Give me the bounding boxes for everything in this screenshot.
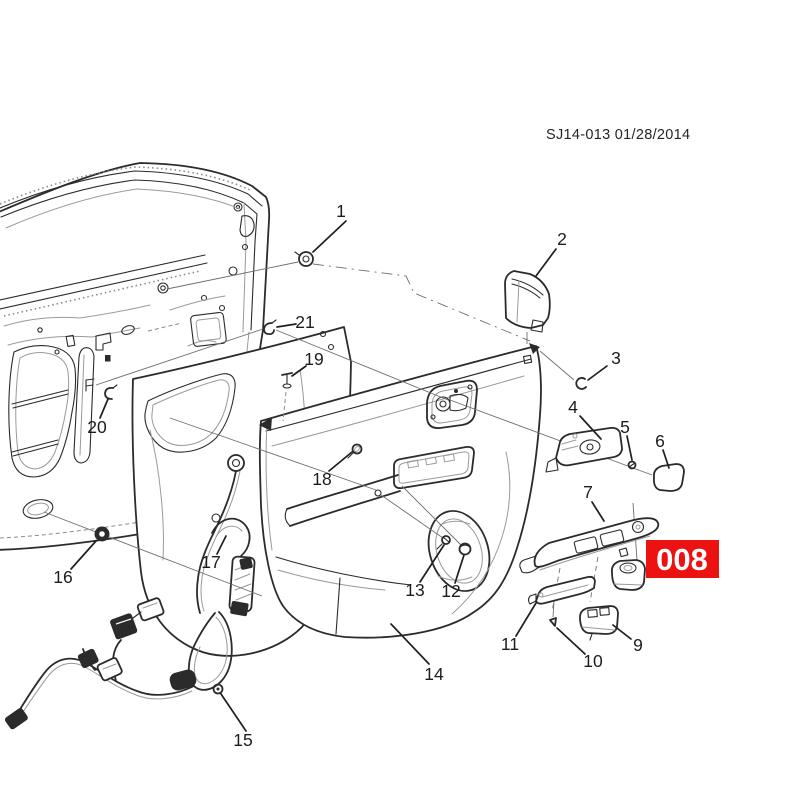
projection-lines [44,262,652,617]
callout-14: 14 [424,664,444,684]
badge-label: 008 [656,542,708,577]
regulator-cutout [9,346,94,477]
callout-leader-16 [71,541,96,569]
callout-leader-17 [217,536,226,554]
callout-1: 1 [336,201,346,221]
callout-leader-1 [313,221,346,252]
cover-cap-part6 [654,464,684,491]
screw-part10 [550,618,556,626]
callout-leader-5 [627,436,632,460]
callout-leader-12 [455,555,464,583]
callout-leader-3 [588,366,607,380]
grommet-part16 [94,526,110,542]
door-trim-panel [259,343,541,638]
callout-leader-20 [100,399,108,418]
part-number-badge: 008 [646,540,719,578]
window-switch-part9 [580,606,618,640]
callout-15: 15 [233,730,252,750]
door-belt-line [0,255,207,316]
callout-20: 20 [87,417,107,437]
callout-leader-21 [277,324,296,327]
inner-panel-details [4,283,227,391]
inner-handle-cutout [427,381,477,428]
panel-corner-flag-right [529,343,540,354]
harness-connector-d [97,657,123,681]
glass-slot-line [6,189,240,228]
callout-leader-10 [557,628,585,654]
callout-16: 16 [53,567,72,587]
door-bottom-hole-inner [27,501,50,516]
callout-13: 13 [405,580,424,600]
harness-boot [169,669,197,691]
badge-background [646,540,719,578]
grommet-part12 [460,544,471,555]
callout-leader-15 [221,694,246,731]
deflector-opening [145,374,235,452]
armrest [285,447,474,526]
callout-21: 21 [295,312,314,332]
callout-leader-4 [580,416,601,439]
harness-connector-c [77,648,99,669]
push-pin-part1 [295,252,313,266]
harness-bolt-part15 [214,685,223,694]
callout-12: 12 [441,581,460,601]
retainer-part3 [576,378,586,389]
callout-17: 17 [201,552,220,572]
callout-3: 3 [611,348,621,368]
callout-leader-19 [292,366,306,376]
callout-11: 11 [501,634,519,654]
callout-18: 18 [312,469,331,489]
harness-connector-a [110,613,138,640]
callout-leader-11 [516,603,536,636]
small-parts [505,271,684,640]
callout-2: 2 [557,229,567,249]
clip-part21 [264,320,276,334]
deflector-hole-a [321,332,326,337]
callout-19: 19 [304,349,323,369]
callout-5: 5 [620,417,630,437]
wiring-harness [4,597,232,730]
callout-6: 6 [655,431,665,451]
screw-part18 [348,445,362,459]
callout-7: 7 [583,482,593,502]
panel-corner-flag-left [259,417,272,431]
screw-part13 [437,536,450,549]
callout-leader-13 [420,545,444,582]
callout-leader-7 [592,502,604,521]
pin-part19 [282,373,292,388]
door-hem-dash [0,522,140,538]
drawing-id: SJ14-013 01/28/2014 [546,127,690,143]
callout-leader-9 [613,625,631,639]
map-pocket [276,557,411,634]
door-latch-assembly [212,519,255,617]
callout-9: 9 [633,635,643,655]
door-bottom-hole [21,497,54,521]
lock-knob-and-cable [197,455,244,613]
switch-plate-part7 [520,518,658,573]
handle-bezel-part4 [546,428,622,472]
callout-leader-6 [663,450,669,468]
bracket-part11 [529,577,596,604]
screw-part5 [629,462,636,469]
trim-cover-part2 [505,271,550,332]
callout-leader-14 [391,624,429,664]
panel-top-edge-inner [266,359,531,431]
callout-4: 4 [568,397,578,417]
deflector-hole-b [329,345,334,350]
callout-leader-2 [536,249,556,276]
callout-10: 10 [583,651,603,671]
harness-connector-end [4,708,28,730]
callout-leader-18 [329,452,352,471]
lock-switch-part8 [612,560,645,590]
fasteners [94,252,471,555]
panel-contour [452,452,510,614]
